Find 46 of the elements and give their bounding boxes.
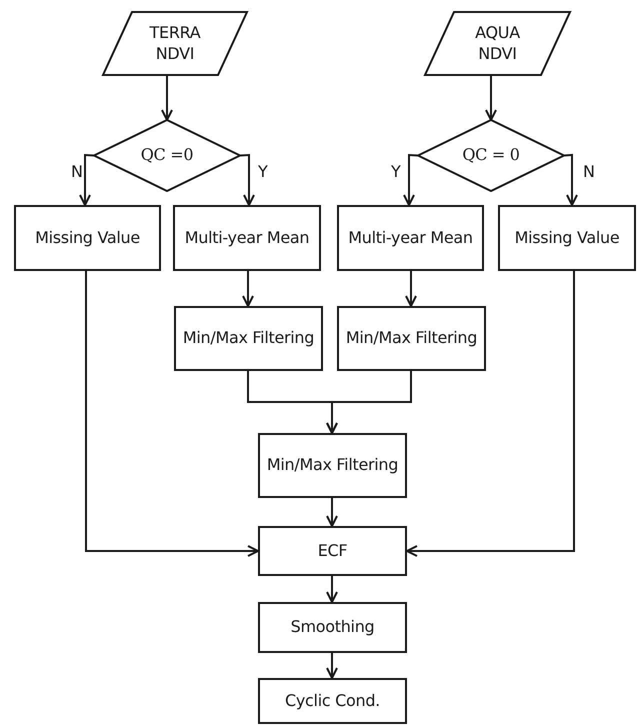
edge-label: Y [258, 164, 268, 180]
arrow [240, 154, 255, 206]
arrow [326, 498, 338, 527]
node-label: Min/Max Filtering [182, 328, 314, 349]
node-label: Missing Value [514, 228, 620, 248]
node-label: AQUA NDVI [474, 22, 521, 64]
edge-label: N [71, 164, 83, 180]
arrow [326, 653, 338, 679]
edge-label: N [583, 164, 595, 180]
node-label: Missing Value [35, 228, 140, 248]
node-label: Cyclic Cond. [285, 690, 380, 712]
node-label: ECF [318, 540, 348, 562]
node-label: Min/Max Filtering [346, 328, 478, 349]
arrow [79, 154, 94, 206]
decision-diamond [418, 120, 564, 191]
process-box [14, 205, 161, 271]
process-box [173, 205, 321, 271]
process-box [258, 526, 407, 576]
arrow [405, 271, 417, 307]
arrow [326, 371, 412, 434]
arrow [406, 271, 575, 557]
arrow [326, 576, 338, 603]
node-label: TERRA NDVI [148, 22, 202, 64]
arrow [485, 76, 497, 121]
process-box [258, 678, 407, 724]
process-box [498, 205, 636, 271]
arrow [242, 271, 254, 307]
edge-label: Y [391, 164, 401, 180]
arrow [85, 271, 259, 557]
decision-diamond [94, 120, 240, 191]
process-box [258, 602, 407, 653]
input-parallelogram [102, 11, 248, 76]
node-label: Smoothing [290, 617, 374, 638]
node-label: Multi-year Mean [184, 228, 310, 248]
input-parallelogram [424, 11, 571, 76]
arrow [403, 154, 418, 206]
process-box [337, 205, 484, 271]
condition-text: QC =0 [140, 145, 194, 166]
arrow [161, 76, 173, 121]
condition-text: QC = 0 [462, 145, 520, 166]
arrow [564, 154, 578, 206]
process-box [337, 306, 486, 371]
node-label: Multi-year Mean [348, 228, 473, 248]
node-label: Min/Max Filtering [266, 455, 398, 476]
process-box [174, 306, 323, 371]
process-box [258, 433, 407, 498]
